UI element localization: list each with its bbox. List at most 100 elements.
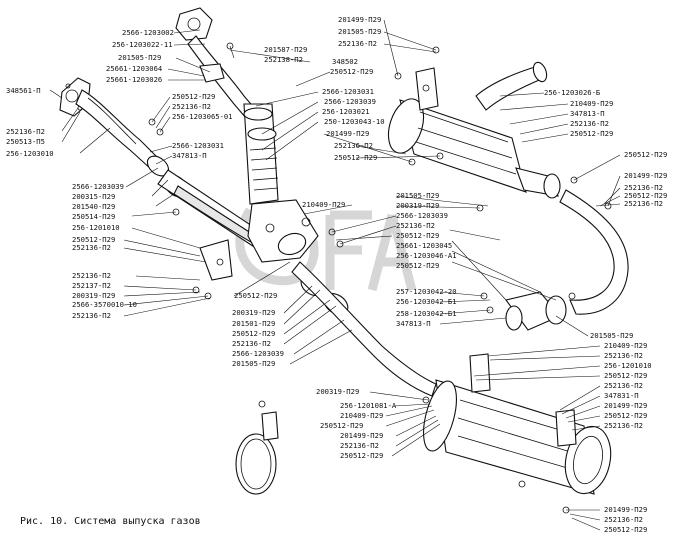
callout-label: 2566-1203039 — [396, 211, 448, 220]
callout-label: 252136-П2 — [604, 381, 643, 390]
callout-label: 252136-П2 — [570, 119, 609, 128]
callout-label: 256-1203010 — [6, 149, 54, 158]
callout-label: 250512-П29 — [234, 291, 277, 300]
callout-label: 201499-П29 — [604, 401, 647, 410]
callout-label: 250-1203043-10 — [324, 117, 385, 126]
left-pipe-bracket — [199, 239, 233, 281]
callout-label: 256-1203046-А1 — [396, 251, 457, 260]
callout-label: 252136-П2 — [72, 271, 111, 280]
main-pipe-to-lower-muffler — [291, 261, 437, 397]
callout-label: 200315-П29 — [72, 192, 115, 201]
callout-label: 256-1201010 — [72, 223, 120, 232]
central-y-joint — [247, 199, 319, 263]
callout-label: 201505-П29 — [118, 53, 161, 62]
callout-label: 250512-П29 — [604, 525, 647, 534]
callout-label: 200319-П29 — [396, 201, 439, 210]
part-callouts: 2566-1203002 256-1203022-11 201505-П29 2… — [6, 15, 667, 534]
callout-label: 2566-1203039 — [72, 182, 124, 191]
callout-label: 252136-П2 — [232, 339, 271, 348]
callout-label: 201505-П29 — [338, 27, 381, 36]
callout-label: 252136-П2 — [624, 199, 663, 208]
lower-muffler — [423, 379, 612, 495]
callout-label: 200319-П29 — [232, 308, 275, 317]
callout-label: 201501-П29 — [232, 319, 275, 328]
callout-label: 256-1201010 — [604, 361, 652, 370]
callout-label: 250512-П29 — [340, 451, 383, 460]
upper-muffler-hanger — [415, 67, 439, 111]
top-center-flange — [175, 7, 213, 41]
callout-label: 252137-П2 — [72, 281, 111, 290]
leader-lines — [49, 19, 621, 531]
callout-label: 252136-П2 — [338, 39, 377, 48]
callout-label: 256-1203022-11 — [112, 40, 173, 49]
center-flex-pipe — [243, 103, 279, 205]
callout-label: 250512-П29 — [570, 129, 613, 138]
callout-label: 250512-П29 — [396, 231, 439, 240]
callout-label: 200319-П29 — [72, 291, 115, 300]
callout-label: 252136-П2 — [604, 351, 643, 360]
figure-caption: Рис. 10. Система выпуска газов — [20, 516, 201, 527]
callout-label: 201540-П29 — [72, 202, 115, 211]
callout-label: 201587-П29 — [264, 45, 307, 54]
callout-label: 347831-П — [604, 391, 639, 400]
callout-label: 250512-П29 — [624, 191, 667, 200]
callout-label: 2566-3570010-10 — [72, 300, 137, 309]
callout-label: 258-1203042-Б1 — [396, 309, 457, 318]
callout-label: 256-1203021 — [322, 107, 370, 116]
callout-label: 2566-1203039 — [324, 97, 376, 106]
callout-label: 347813-П — [396, 319, 431, 328]
callout-label: 250512-П29 — [604, 371, 647, 380]
callout-label: 348502 — [332, 57, 358, 66]
callout-label: 252136-П2 — [340, 441, 379, 450]
top-center-pipe — [187, 35, 257, 119]
callout-label: 2566-1203039 — [232, 349, 284, 358]
right-lower-clamp — [505, 291, 567, 331]
callout-label: 201499-П29 — [338, 15, 381, 24]
callout-label: 256-1203026-Б — [544, 88, 600, 97]
callout-label: 210409-П29 — [604, 341, 647, 350]
callout-label: 25661-1203026 — [106, 75, 162, 84]
callout-label: 210409-П29 — [570, 99, 613, 108]
callout-label: 250513-П5 — [6, 137, 45, 146]
callout-label: 201505-П29 — [590, 331, 633, 340]
strap-clamp — [235, 411, 279, 495]
lower-muffler-hangers — [469, 353, 577, 447]
callout-label: 250512-П29 — [396, 261, 439, 270]
callout-label: 256-1203042-Б1 — [396, 297, 457, 306]
callout-label: 201499-П29 — [326, 129, 369, 138]
callout-label: 256-1201081-А — [340, 401, 397, 410]
upper-muffler — [387, 61, 561, 199]
callout-label: 250512-П29 — [604, 411, 647, 420]
callout-label: 252136-П2 — [72, 243, 111, 252]
callout-label: 252136-П2 — [334, 141, 373, 150]
callout-label: 250512-П29 — [72, 235, 115, 244]
callout-label: 201499-П29 — [624, 171, 667, 180]
callout-label: 252136-П2 — [604, 515, 643, 524]
callout-label: 256-1203065-01 — [172, 112, 233, 121]
callout-label: 252136-П2 — [72, 311, 111, 320]
callout-label: 2566-1203002 — [122, 28, 174, 37]
callout-label: 2566-1203031 — [322, 87, 374, 96]
callout-label: 210409-П29 — [302, 200, 345, 209]
callout-label: 2566-1203031 — [172, 141, 224, 150]
callout-label: 252136-П2 — [624, 183, 663, 192]
callout-label: 252136-П2 — [6, 127, 45, 136]
callout-label: 25661-1203045 — [396, 241, 452, 250]
callout-label: 252136-П2 — [604, 421, 643, 430]
callout-label: 347813-П — [570, 109, 605, 118]
callout-label: 200319-П29 — [316, 387, 359, 396]
callout-label: 250512-П29 — [334, 153, 377, 162]
callout-label: 252136-П2 — [396, 221, 435, 230]
callout-label: 201505-П29 — [232, 359, 275, 368]
callout-label: 250512-П29 — [172, 92, 215, 101]
callout-label: 252138-П2 — [264, 55, 303, 64]
callout-label: 252136-П2 — [172, 102, 211, 111]
callout-label: 250514-П29 — [72, 212, 115, 221]
callout-label: 250512-П29 — [320, 421, 363, 430]
right-connecting-pipe — [559, 189, 629, 315]
exhaust-parts-drawing — [59, 7, 629, 514]
callout-label: 210409-П29 — [340, 411, 383, 420]
left-front-pipe — [75, 89, 161, 171]
callout-label: 347813-П — [172, 151, 207, 160]
